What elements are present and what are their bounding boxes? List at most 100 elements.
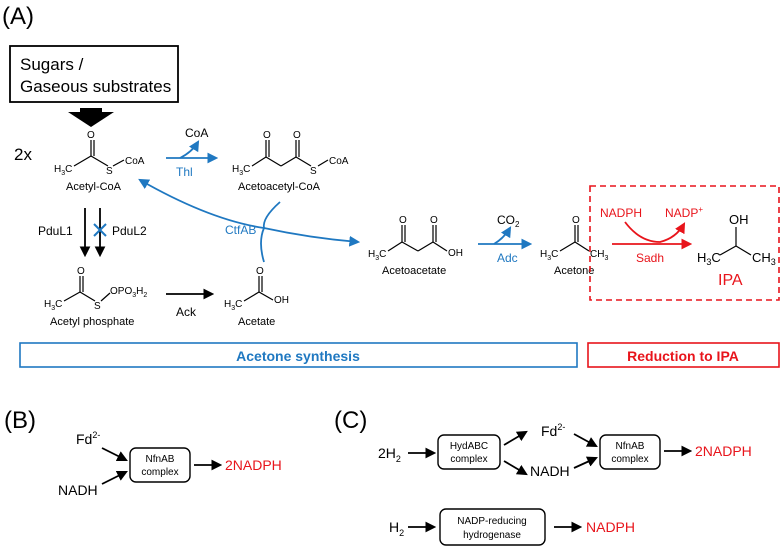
ctfab-to-acetoacetate-arrow <box>263 227 361 247</box>
panel-c-nfnab-box <box>599 434 661 470</box>
acetate-label: Acetate <box>238 316 275 328</box>
nadph-consumption-arrow <box>624 221 686 243</box>
ipa-ch3: CH3 <box>752 250 776 267</box>
enzyme-sadh: Sadh <box>636 251 664 265</box>
acetoacetate-o2: O <box>430 215 438 226</box>
panel-b-fd-arrow <box>101 447 128 461</box>
enzyme-pdul1: PduL1 <box>38 224 73 238</box>
nadph-cofactor: NADPH <box>600 206 642 220</box>
panel-c-fd: Fd2- <box>541 422 565 439</box>
panel-c-h2: H2 <box>389 519 404 538</box>
panel-c-label: (C) <box>334 407 367 434</box>
panel-c-fd-arrow <box>573 433 598 448</box>
co2-cofactor: CO2 <box>497 213 520 229</box>
panel-c-nadh: NADH <box>530 463 570 479</box>
reduction-box <box>589 185 780 301</box>
acetate-o: O <box>256 266 264 277</box>
panel-b-fd: Fd2- <box>76 430 100 447</box>
reduction-bar <box>587 342 780 368</box>
ipa-structure <box>719 227 752 256</box>
multiplier-label: 2x <box>14 145 32 164</box>
acetone-ch3: CH3 <box>590 249 608 262</box>
co2-release-arrow <box>493 226 512 245</box>
substrate-box <box>9 45 179 103</box>
acetyl-coa-h3c: H3C <box>54 164 72 177</box>
panel-c-to-nadh-arrow <box>503 460 528 476</box>
panel-b-nfnab-line1: NfnAB <box>146 454 175 465</box>
panel-b-nadh-arrow <box>101 471 128 485</box>
acetoacetate-structure <box>387 225 448 252</box>
panel-b-product: 2NADPH <box>225 457 282 473</box>
enzyme-adc: Adc <box>497 251 518 265</box>
panel-c-nadp-hydrogenase-box <box>439 508 546 546</box>
acetone-o: O <box>572 215 580 226</box>
coa-cofactor: CoA <box>185 126 208 140</box>
enzyme-thl: Thl <box>176 165 193 179</box>
substrate-line1: Sugars / <box>20 55 84 74</box>
acetone-structure <box>559 225 590 252</box>
acetoacetyl-coa-group: CoA <box>329 156 349 167</box>
acetoacetyl-coa-structure <box>251 140 329 167</box>
ipa-label: IPA <box>718 272 743 289</box>
pdul2-knockout-cross <box>93 223 107 237</box>
acetyl-phosphate-opo3h2: OPO3H2 <box>110 286 147 299</box>
panel-c-nadp-hydrogenase-line1: NADP-reducing <box>457 516 526 527</box>
panel-c-hydabc-line2: complex <box>450 454 487 465</box>
panel-c-to-fd-arrow <box>503 430 528 446</box>
enzyme-pdul2: PduL2 <box>112 224 147 238</box>
enzyme-ack: Ack <box>176 305 197 319</box>
panel-c-nfnab-line2: complex <box>611 454 648 465</box>
panel-b-nadh: NADH <box>58 482 98 498</box>
acetoacetyl-h3c: H3C <box>232 164 250 177</box>
panel-c-hydabc-line1: HydABC <box>450 441 488 452</box>
panel-b-nfnab-line2: complex <box>141 467 178 478</box>
enzyme-ctfab: CtfAB <box>225 223 256 237</box>
panel-c-product1: 2NADPH <box>695 443 752 459</box>
ipa-oh: OH <box>729 212 749 227</box>
acetoacetyl-o1: O <box>263 130 271 141</box>
ctfab-to-acetyl-coa-arrow <box>138 178 265 229</box>
ctfab-acetoacetyl-input <box>262 201 281 229</box>
acetyl-coa-o: O <box>87 130 95 141</box>
panel-c-hydabc-box <box>437 434 501 470</box>
panel-c-nadh-arrow <box>573 456 598 469</box>
acetoacetate-h3c: H3C <box>368 249 386 262</box>
acetone-label: Acetone <box>554 265 594 277</box>
nadp-plus-cofactor: NADP+ <box>665 205 703 220</box>
acetyl-coa-label: Acetyl-CoA <box>66 181 122 193</box>
acetone-h3c: H3C <box>540 249 558 262</box>
acetone-synthesis-label: Acetone synthesis <box>236 348 360 364</box>
acetyl-coa-structure <box>73 140 125 167</box>
acetyl-phosphate-h3c: H3C <box>44 299 62 312</box>
reduction-label: Reduction to IPA <box>627 348 739 364</box>
ctfab-acetate-input <box>260 227 265 263</box>
acetoacetyl-o2: O <box>293 130 301 141</box>
substrate-arrow <box>68 108 114 127</box>
acetyl-coa-coa: CoA <box>125 156 145 167</box>
ipa-h3c: H3C <box>697 250 721 267</box>
acetoacetate-o1: O <box>399 215 407 226</box>
acetyl-phosphate-o: O <box>77 266 85 277</box>
acetate-oh: OH <box>274 295 289 306</box>
panel-a-label: (A) <box>2 3 34 30</box>
acetyl-phosphate-label: Acetyl phosphate <box>50 316 134 328</box>
panel-c-nfnab-line1: NfnAB <box>616 441 645 452</box>
acetyl-phosphate-s: S <box>94 301 101 312</box>
acetyl-phosphate-structure <box>63 276 111 302</box>
panel-c-2h2: 2H2 <box>378 445 401 464</box>
acetoacetate-label: Acetoacetate <box>382 265 446 277</box>
acetone-synthesis-bar <box>19 342 578 368</box>
substrate-line2: Gaseous substrates <box>20 77 171 96</box>
acetyl-coa-s: S <box>106 166 113 177</box>
panel-b-label: (B) <box>4 407 36 434</box>
acetate-structure <box>243 276 274 302</box>
acetoacetate-oh: OH <box>448 248 463 259</box>
coa-release-arrow <box>179 140 200 159</box>
panel-c-product2: NADPH <box>586 519 635 535</box>
acetoacetyl-s: S <box>310 166 317 177</box>
acetoacetyl-coa-label: Acetoacetyl-CoA <box>238 181 321 193</box>
acetate-h3c: H3C <box>224 299 242 312</box>
panel-c-nadp-hydrogenase-line2: hydrogenase <box>463 530 521 541</box>
panel-b-nfnab-box <box>129 447 191 483</box>
